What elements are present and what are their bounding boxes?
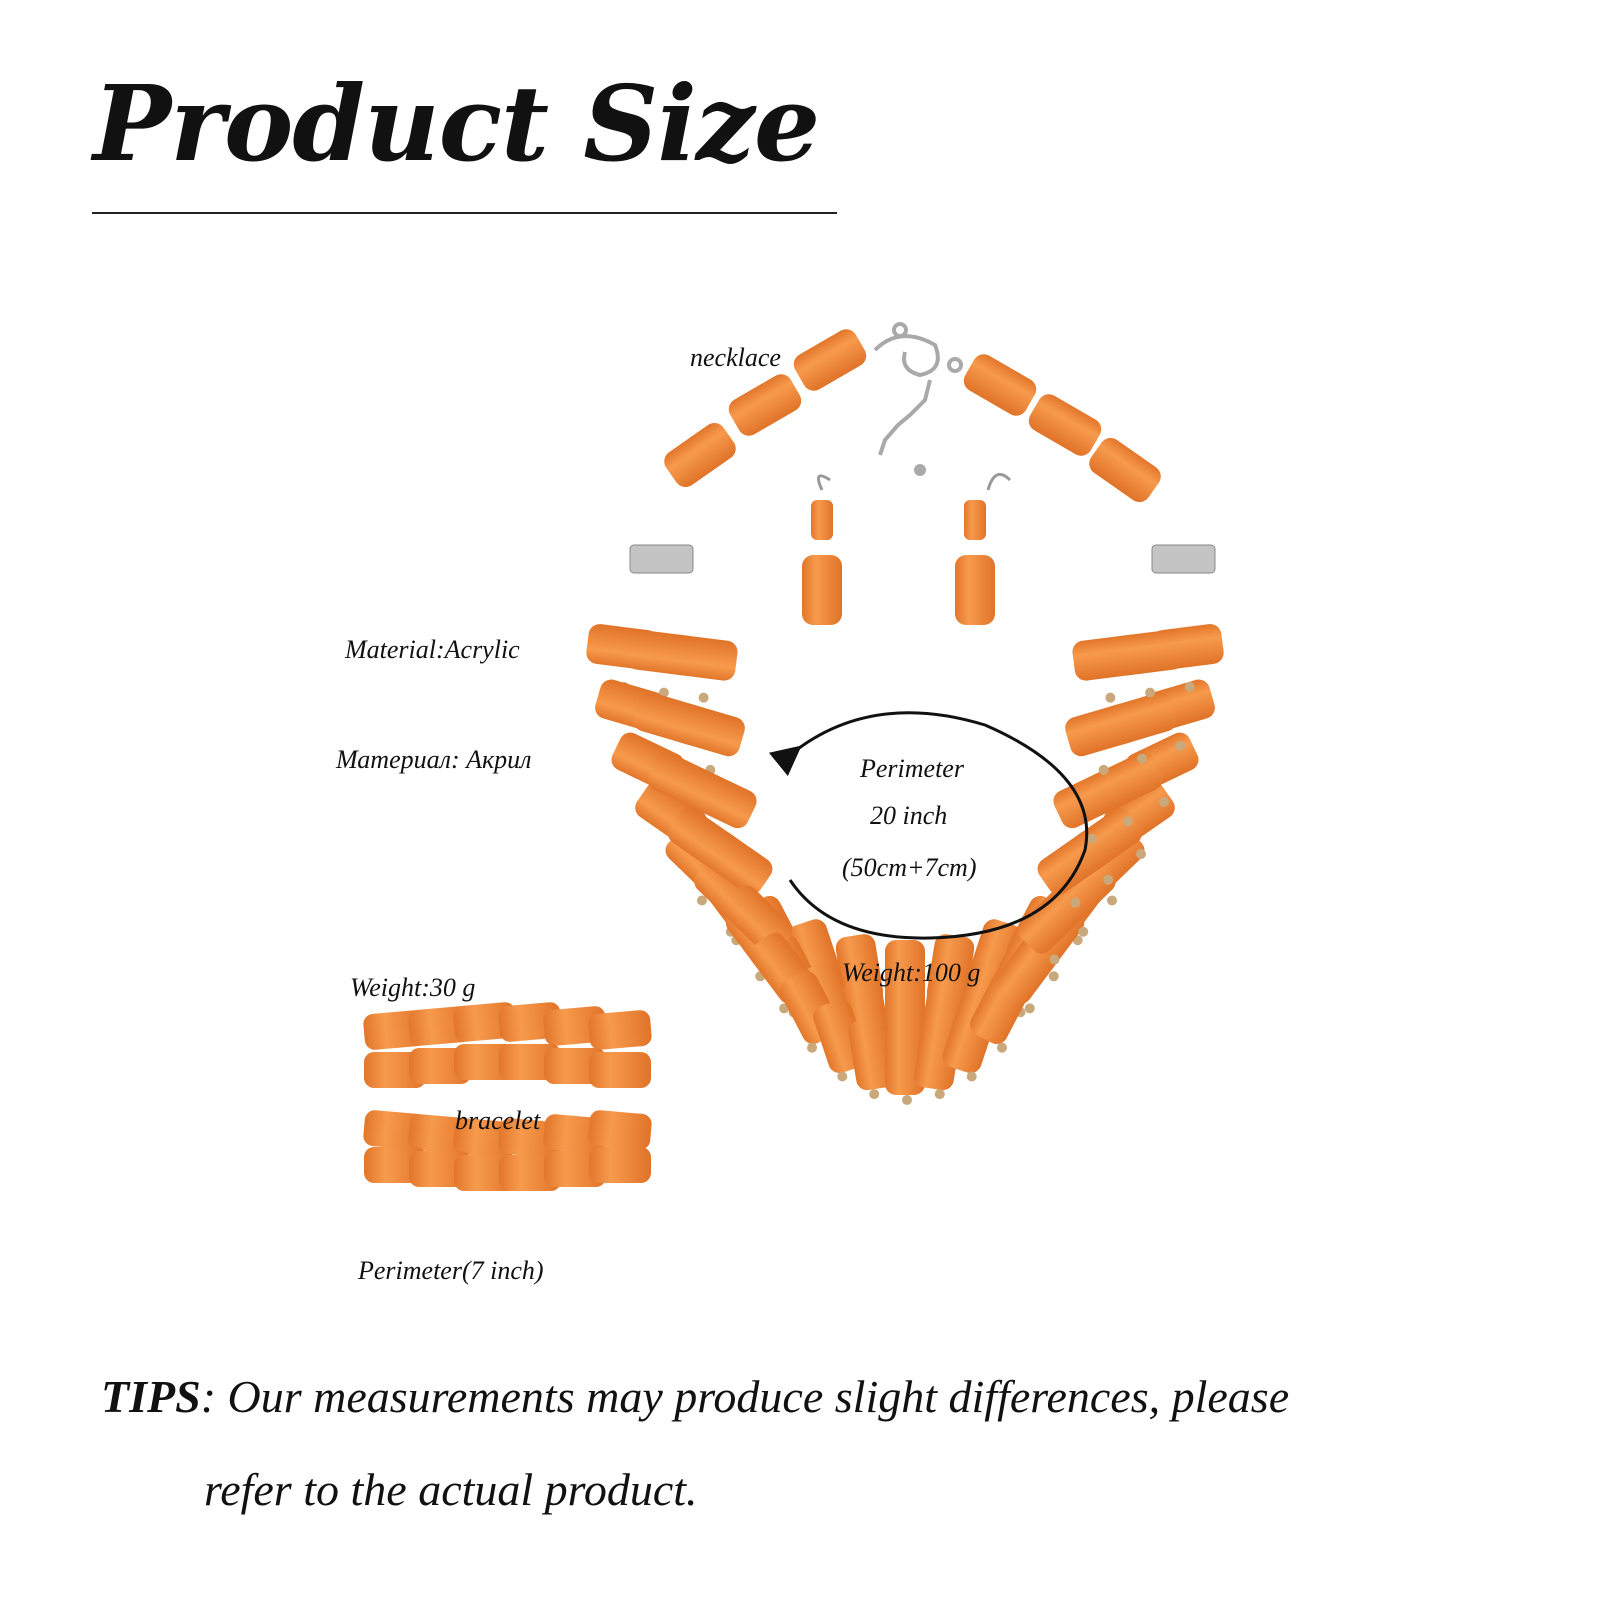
necklace-strand-bead — [671, 703, 745, 757]
perimeter-label: Perimeter — [860, 754, 964, 783]
spacer-bead — [1137, 753, 1148, 764]
bracelet-bead — [589, 1052, 651, 1088]
spacer-bead — [902, 1095, 912, 1105]
spacer-bead — [807, 1042, 818, 1053]
material-ru-label: Материал: Акрил — [336, 745, 532, 774]
bracelet-weight-label: Weight:30 g — [350, 973, 476, 1002]
necklace-weight-label: Weight:100 g — [842, 958, 981, 987]
bracelet-bead — [588, 1010, 652, 1050]
connector-right — [1151, 544, 1216, 574]
spacer-bead — [934, 1089, 945, 1100]
spacer-bead — [1175, 740, 1186, 751]
spacer-bead — [698, 692, 709, 703]
necklace-strand-bead — [1037, 830, 1110, 895]
spacer-bead — [1049, 954, 1060, 965]
chain-end-icon — [914, 464, 926, 476]
necklace-strand-bead — [1072, 634, 1145, 681]
spacer-bead — [966, 1071, 977, 1082]
spacer-bead — [1098, 764, 1109, 775]
earring-bead — [802, 555, 842, 625]
spacer-bead — [1159, 797, 1170, 808]
bracelet-bead — [589, 1147, 651, 1183]
perimeter-arrow — [768, 711, 1089, 940]
material-en-label: Material:Acrylic — [345, 635, 520, 664]
perimeter-inch-label: 20 inch — [870, 801, 948, 830]
necklace-beads — [586, 329, 1224, 1105]
spacer-bead — [1105, 692, 1116, 703]
title-underline — [92, 212, 837, 214]
necklace-strand-bead — [700, 830, 773, 895]
bracelet-bead — [588, 1110, 652, 1150]
necklace-top-bead — [793, 329, 867, 391]
earrings — [802, 472, 1012, 625]
bracelet-label: bracelet — [455, 1106, 541, 1135]
spacer-bead — [696, 895, 707, 906]
spacer-bead — [1086, 833, 1097, 844]
tips-line2: refer to the actual product. — [204, 1464, 698, 1515]
spacer-bead — [996, 1042, 1007, 1053]
spacer-bead — [1145, 687, 1156, 698]
necklace-strand-bead — [1053, 769, 1127, 829]
necklace-top-bead — [728, 374, 802, 436]
necklace-label: necklace — [690, 343, 781, 372]
earring-bead — [955, 555, 995, 625]
spacer-bead — [658, 687, 669, 698]
necklace-strand-bead — [848, 1017, 896, 1091]
necklace-strand-bead — [1018, 885, 1087, 954]
spacer-bead — [1122, 816, 1133, 827]
bracelet-beads — [363, 1002, 652, 1191]
spacer-bead — [1136, 849, 1147, 860]
bracelet-perimeter-label: Perimeter(7 inch) — [358, 1256, 544, 1285]
page-title: Product Size — [93, 62, 820, 185]
necklace-top-bead — [963, 354, 1037, 416]
necklace-strand-bead — [1065, 703, 1139, 757]
tips-keyword: TIPS — [101, 1371, 201, 1422]
earring-bead — [811, 500, 833, 540]
spacer-bead — [1024, 1003, 1035, 1014]
necklace-top-bead — [664, 422, 736, 488]
spacer-bead — [869, 1089, 880, 1100]
spacer-bead — [1070, 897, 1081, 908]
perimeter-cm-label: (50cm+7cm) — [842, 853, 977, 882]
spacer-bead — [837, 1071, 848, 1082]
necklace-top-bead — [1028, 394, 1102, 456]
tips-line1: : Our measurements may produce slight di… — [200, 1371, 1290, 1422]
spacer-bead — [1048, 971, 1059, 982]
necklace-top-bead — [1089, 437, 1161, 503]
necklace-strand-bead — [683, 769, 757, 829]
spacer-bead — [1103, 874, 1114, 885]
spacer-bead — [1078, 926, 1089, 937]
necklace-strand-bead — [665, 634, 738, 681]
spacer-bead — [1184, 681, 1195, 692]
connector-left — [629, 544, 694, 574]
tips-note: TIPS: Our measurements may produce sligh… — [101, 1350, 1541, 1536]
earring-bead — [964, 500, 986, 540]
clasp-icon — [873, 322, 963, 456]
spacer-bead — [1107, 895, 1118, 906]
